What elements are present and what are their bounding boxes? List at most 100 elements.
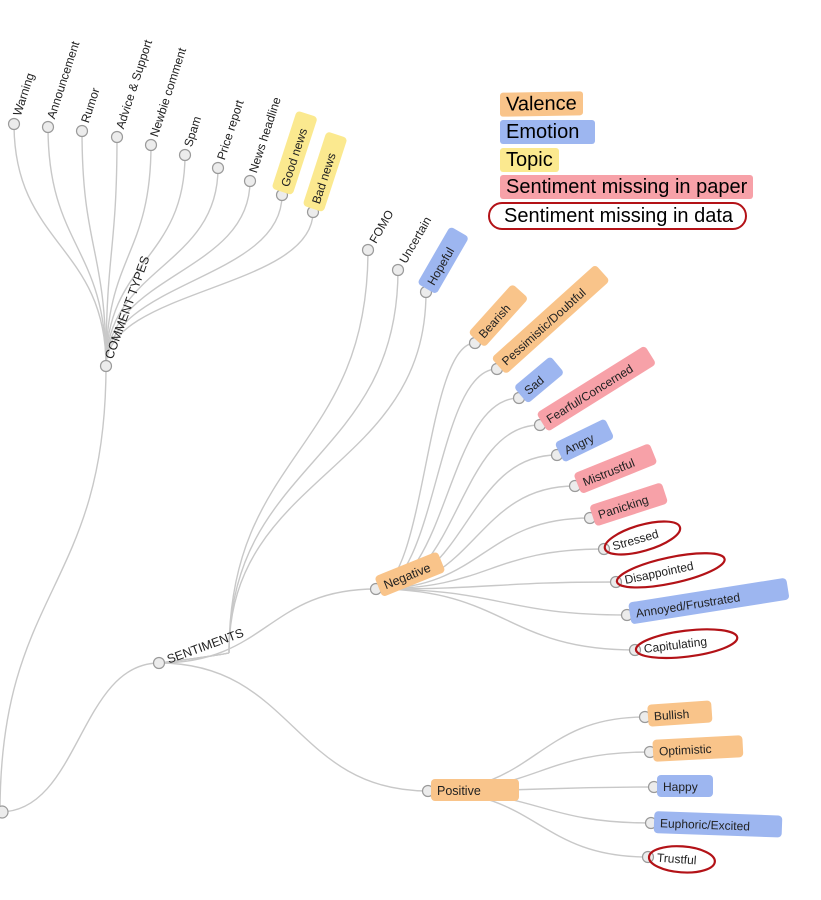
legend-missing-paper-swatch: Sentiment missing in paper [500,175,754,199]
link-comment-types-warning [13,123,107,367]
node-sad: Sad [515,357,563,403]
link-sentiments-uncertain [228,269,399,654]
node-fearful-concerned-highlight [537,346,655,431]
node-fearful-concerned: Fearful/Concerned [537,346,655,431]
node-spam: Spam [181,114,204,148]
node-rumor-label: Rumor [78,86,102,125]
link-sentiments-negative [158,588,377,664]
legend-missing-paper-label: Sentiment missing in paper [506,176,748,198]
node-negative-highlight [375,552,445,596]
link-comment-types-spam [105,154,186,367]
node-stressed: Stressed [603,520,682,556]
node-fomo-label: FOMO [366,208,396,246]
legend-emotion-swatch: Emotion [500,120,596,144]
legend-emotion: Emotion [500,120,596,144]
link-negative-panicking [375,517,591,590]
node-bullish-label: Bullish [653,707,689,723]
link-comment-types-newbie-comment [105,144,152,367]
node-announcement-label: Announcement [44,39,82,121]
node-trustful: Trustful [647,845,716,874]
node-optimistic-highlight [652,735,744,762]
link-negative-annoyed-frustrated [375,588,628,616]
node-sentiments-circle [152,656,166,670]
node-news-headline-label: News headline [246,95,284,174]
node-warning-circle [7,117,21,131]
node-optimistic-label: Optimistic [659,742,712,759]
node-panicking: Panicking [590,483,668,526]
node-uncertain: Uncertain [396,214,434,265]
node-positive-highlight [431,779,519,801]
node-panicking-highlight [590,483,668,526]
node-euphoric-excited: Euphoric/Excited [653,811,783,838]
node-positive: Positive [431,779,519,801]
node-negative: Negative [375,552,445,596]
node-disappointed-circled [615,552,726,589]
node-advice-support: Advice & Support [113,37,155,130]
root-node [0,805,9,819]
link-comment-types-rumor [81,130,107,367]
node-angry: Angry [555,419,614,462]
node-mistrustful-highlight [574,444,657,493]
node-warning-label: Warning [10,71,37,117]
node-positive-label: Positive [437,784,481,798]
node-euphoric-excited-highlight [653,811,783,838]
node-capitulating: Capitulating [634,628,739,660]
node-announcement: Announcement [44,39,82,121]
node-bad-news-highlight [303,132,347,212]
node-happy-label: Happy [663,780,698,794]
legend-topic-swatch: Topic [500,148,559,172]
node-price-report: Price report [214,98,247,162]
node-newbie-comment: Newbie comment [147,45,189,138]
link-root-sentiments [0,662,160,813]
legend-emotion-label: Emotion [506,121,580,143]
legend-topic-label: Topic [506,149,553,171]
node-bearish-highlight [469,285,527,346]
legend-valence: Valence [500,91,583,117]
tree-links [0,123,655,858]
node-comment-types-circle [99,359,113,373]
link-comment-types-bad-news [105,211,314,367]
link-comment-types-advice-support [105,136,118,367]
node-happy-highlight [657,775,713,797]
link-comment-types-price-report [105,167,219,367]
node-newbie-comment-circle [144,138,158,152]
node-fomo-circle [361,243,375,257]
legend-missing-data: Sentiment missing in data [488,202,748,230]
node-rumor-circle [75,124,89,138]
node-news-headline-circle [243,174,257,188]
node-annoyed-frustrated-highlight [628,578,789,624]
legend-valence-swatch: Valence [500,91,583,117]
node-optimistic: Optimistic [652,735,744,762]
node-spam-circle [178,148,192,162]
node-happy: Happy [657,775,713,797]
node-uncertain-label: Uncertain [396,214,434,265]
link-sentiments-positive [158,662,429,792]
node-rumor: Rumor [78,86,102,125]
node-capitulating-circled [634,628,739,660]
node-pessimistic-doubtful-highlight [492,266,609,373]
link-comment-types-good-news [105,194,283,367]
legend-valence-label: Valence [506,92,577,116]
link-negative-stressed [375,548,605,590]
node-sad-highlight [515,357,563,403]
node-hopeful-highlight [418,227,468,293]
node-warning: Warning [10,71,37,117]
link-sentiments-fomo [228,249,369,654]
link-sentiments-hopeful [228,291,427,654]
link-comment-types-announcement [47,126,107,367]
link-root-comment-types [0,365,107,813]
node-advice-support-label: Advice & Support [113,37,155,130]
node-spam-label: Spam [181,114,204,148]
node-stressed-circled [603,520,682,556]
node-euphoric-excited-label: Euphoric/Excited [660,816,750,833]
node-advice-support-circle [110,130,124,144]
link-negative-sad [375,397,520,590]
node-price-report-label: Price report [214,98,247,162]
node-good-news-highlight [272,111,317,195]
node-disappointed-label: Disappointed [623,559,694,587]
legend-missing-data-swatch: Sentiment missing in data [488,202,748,230]
node-annoyed-frustrated: Annoyed/Frustrated [628,578,789,624]
node-newbie-comment-label: Newbie comment [147,45,189,138]
